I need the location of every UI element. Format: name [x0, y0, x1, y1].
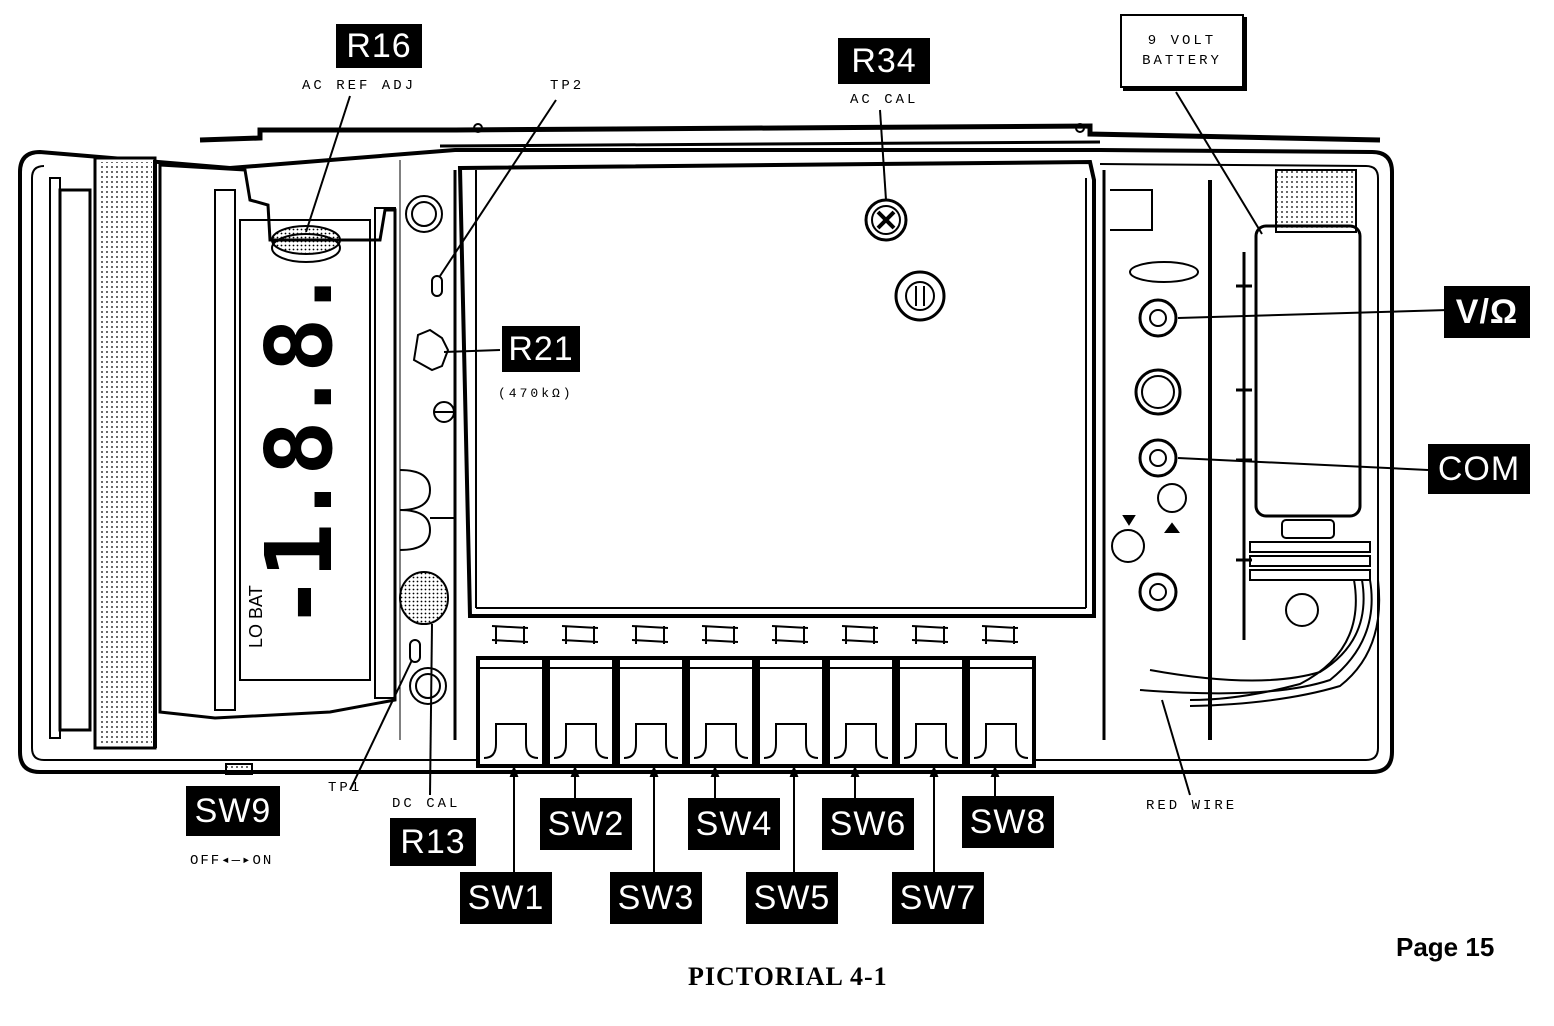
r16-potentiometer	[271, 225, 341, 263]
switch-sw2[interactable]	[546, 625, 616, 798]
switch-button-body[interactable]	[896, 656, 966, 768]
r13-tag: R13	[390, 818, 476, 866]
arrowhead-icon	[710, 765, 720, 777]
r13-desc: DC CAL	[392, 796, 461, 812]
figure-caption: PICTORIAL 4-1	[688, 962, 888, 991]
battery	[1139, 169, 1381, 707]
switch-key-profile	[553, 723, 609, 759]
red-wire-label: RED WIRE	[1146, 798, 1238, 814]
mounting-screw	[894, 270, 946, 322]
lcd-carrier	[158, 163, 397, 720]
switch-button-body[interactable]	[756, 656, 826, 768]
switch-button-body[interactable]	[476, 656, 546, 768]
sw3-tag: SW3	[610, 872, 702, 924]
arrowhead-icon	[789, 765, 799, 777]
sw7-tag: SW7	[892, 872, 984, 924]
r21-desc: (470kΩ)	[498, 386, 574, 401]
sw8-tag: SW8	[962, 796, 1054, 848]
switch-key-profile	[693, 723, 749, 759]
lcd-lo-bat: LO BAT	[246, 585, 266, 648]
tp1-label: TP1	[328, 780, 363, 796]
arrowhead-icon	[850, 765, 860, 777]
switch-spring	[911, 625, 949, 644]
switch-button-body[interactable]	[686, 656, 756, 768]
arrowhead-icon	[929, 765, 939, 777]
tp2-label: TP2	[550, 78, 585, 94]
switch-spring	[491, 625, 529, 644]
sw9-tag: SW9	[186, 786, 280, 836]
switch-key-profile	[833, 723, 889, 759]
switch-spring	[561, 625, 599, 644]
sw9-desc: OFF◂—▸ON	[190, 853, 274, 869]
edge-connector	[49, 156, 157, 750]
r21-tag: R21	[502, 326, 580, 372]
switch-spring	[701, 625, 739, 644]
switch-key-profile	[623, 723, 679, 759]
arrowhead-icon	[570, 765, 580, 777]
switch-sw3[interactable]	[616, 625, 686, 872]
leader-lines	[305, 91, 1449, 796]
r34-desc: AC CAL	[850, 92, 919, 108]
switch-key-profile	[763, 723, 819, 759]
lcd-readout: -1.8.8.	[246, 270, 353, 630]
battery-label-line1: 9 VOLT	[1147, 33, 1217, 49]
switch-sw4[interactable]	[686, 625, 756, 798]
switch-sw5[interactable]	[756, 625, 826, 872]
left-pcb-features	[399, 160, 457, 740]
switch-key-profile	[903, 723, 959, 759]
sw9-slide-switch	[225, 763, 253, 775]
sw6-tag: SW6	[822, 798, 914, 850]
sw2-tag: SW2	[540, 798, 632, 850]
arrowhead-icon	[509, 765, 519, 777]
switch-sw6[interactable]	[826, 625, 896, 798]
sw5-tag: SW5	[746, 872, 838, 924]
switch-button-body[interactable]	[966, 656, 1036, 768]
switch-sw8[interactable]	[966, 625, 1036, 798]
switch-spring	[771, 625, 809, 644]
battery-label: 9 VOLT BATTERY	[1120, 14, 1244, 88]
arrowhead-icon	[990, 765, 1000, 777]
switch-button-body[interactable]	[616, 656, 686, 768]
r16-tag: R16	[336, 24, 422, 68]
switch-button-body[interactable]	[546, 656, 616, 768]
switch-spring	[631, 625, 669, 644]
sw4-tag: SW4	[688, 798, 780, 850]
switch-button-body[interactable]	[826, 656, 896, 768]
sw1-tag: SW1	[460, 872, 552, 924]
battery-label-line2: BATTERY	[1142, 53, 1222, 69]
r34-tag: R34	[838, 38, 930, 84]
switch-key-profile	[973, 723, 1029, 759]
input-jacks	[1102, 170, 1212, 740]
switch-spring	[981, 625, 1019, 644]
switch-bank	[476, 625, 1036, 872]
com-tag: COM	[1428, 444, 1530, 494]
switch-key-profile	[483, 723, 539, 759]
switch-spring	[841, 625, 879, 644]
r34-trimmer	[864, 198, 908, 242]
switch-sw1[interactable]	[476, 625, 546, 872]
switch-sw7[interactable]	[896, 625, 966, 872]
enclosure	[18, 123, 1394, 774]
main-shield	[457, 159, 1096, 618]
arrowhead-icon	[649, 765, 659, 777]
page-number: Page 15	[1396, 932, 1495, 962]
r16-desc: AC REF ADJ	[302, 78, 417, 94]
vohm-tag: V/Ω	[1444, 286, 1530, 338]
